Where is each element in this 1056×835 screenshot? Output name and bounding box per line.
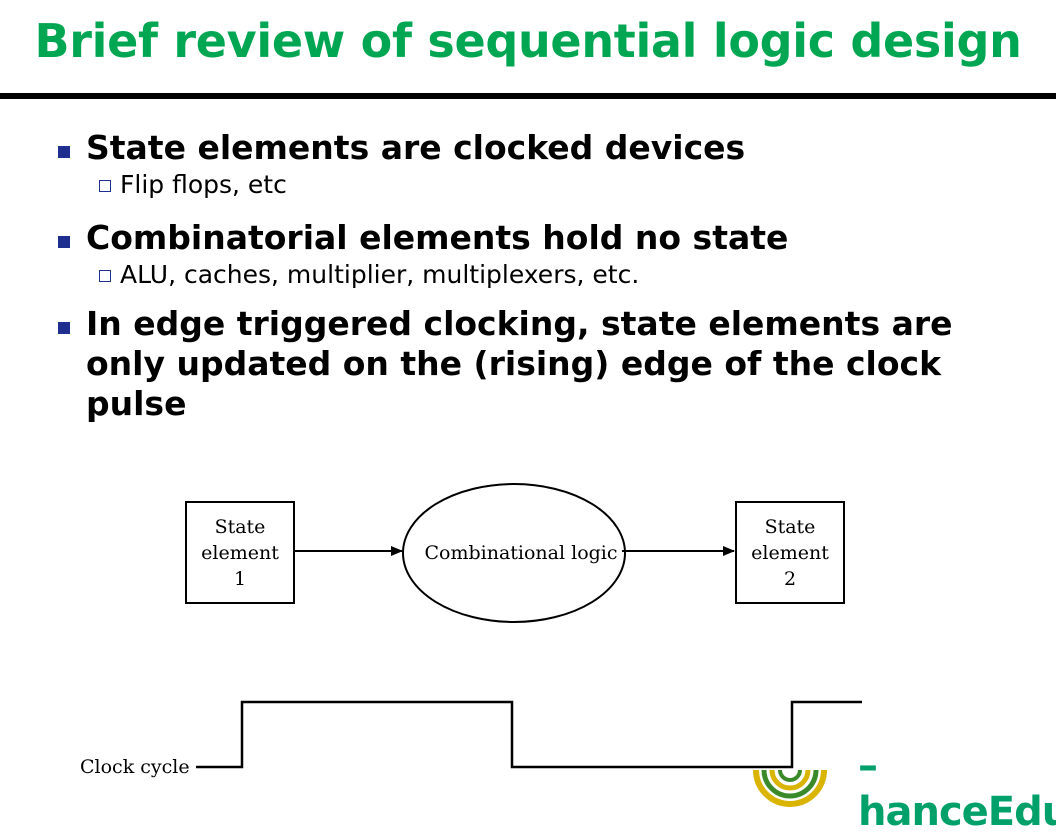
hollow-square-bullet-icon bbox=[99, 270, 111, 282]
state-element-1-box bbox=[185, 501, 295, 604]
state-element-2-box bbox=[735, 501, 845, 604]
sub-bullet-text: ALU, caches, multiplier, multiplexers, e… bbox=[120, 260, 640, 289]
bullet-text: State elements are clocked devices bbox=[86, 128, 746, 167]
bullet-text: In edge triggered clocking, state elemen… bbox=[86, 304, 953, 423]
title-divider bbox=[0, 93, 1056, 99]
sub-bullet-item: Flip flops, etc bbox=[56, 170, 1016, 200]
state2-line3: 2 bbox=[784, 568, 796, 590]
combinational-logic-ellipse bbox=[402, 483, 626, 623]
enhanceedu-logo-text: –hanceEdu bbox=[858, 743, 1056, 835]
bullet-item: In edge triggered clocking, state elemen… bbox=[56, 304, 1016, 424]
square-bullet-icon bbox=[58, 236, 70, 248]
state2-line2: element bbox=[751, 542, 829, 564]
state1-line3: 1 bbox=[234, 568, 246, 590]
slide-title: Brief review of sequential logic design bbox=[34, 14, 1022, 68]
sub-bullet-item: ALU, caches, multiplier, multiplexers, e… bbox=[56, 260, 1016, 290]
sequential-logic-diagram: State element 1 Combinational logic Stat… bbox=[80, 483, 862, 807]
bullet-list: State elements are clocked devices Flip … bbox=[56, 128, 1016, 424]
state1-line2: element bbox=[201, 542, 279, 564]
bullet-item: State elements are clocked devices bbox=[56, 128, 1016, 168]
bullet-text: Combinatorial elements hold no state bbox=[86, 218, 789, 257]
state2-line1: State bbox=[765, 516, 816, 538]
clock-waveform bbox=[196, 700, 862, 769]
square-bullet-icon bbox=[58, 322, 70, 334]
sub-bullet-text: Flip flops, etc bbox=[120, 170, 287, 199]
logic-label: Combinational logic bbox=[424, 542, 617, 564]
hollow-square-bullet-icon bbox=[99, 180, 111, 192]
clock-cycle-label: Clock cycle bbox=[80, 756, 190, 778]
square-bullet-icon bbox=[58, 146, 70, 158]
bullet-item: Combinatorial elements hold no state bbox=[56, 218, 1016, 258]
enhanceedu-logo-emblem bbox=[753, 769, 827, 807]
state1-line1: State bbox=[215, 516, 266, 538]
